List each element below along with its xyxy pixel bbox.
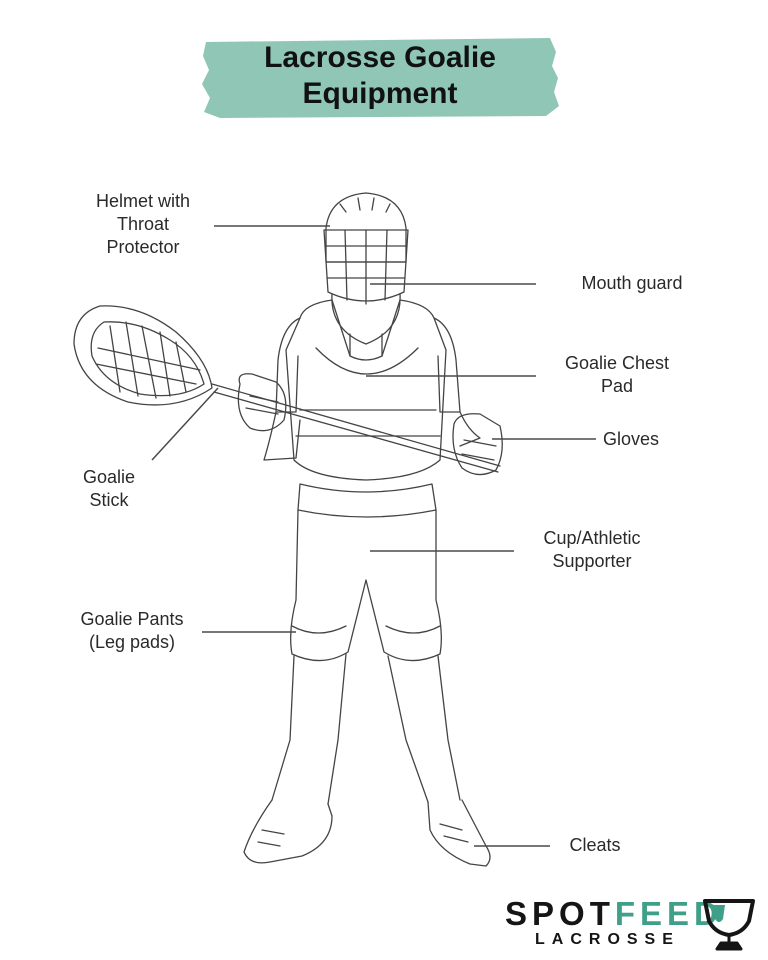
- title-line-1: Lacrosse Goalie: [264, 41, 496, 74]
- label-pants-line-2: (Leg pads): [88, 632, 176, 652]
- label-chest-pad-line-2: Pad: [600, 376, 634, 396]
- logo-subtitle: LACROSSE: [535, 931, 680, 948]
- logo-spot-text: SPOT: [505, 895, 615, 932]
- label-chest-pad: Goalie Chest Pad: [552, 352, 682, 398]
- helmet-shell: [325, 192, 407, 263]
- leader-stick: [151, 387, 219, 461]
- label-cleats-line-1: Cleats: [569, 835, 621, 855]
- label-gloves-line-1: Gloves: [602, 429, 660, 449]
- logo-feed-text: FEED: [614, 895, 723, 932]
- label-cup-line-1: Cup/Athletic: [543, 528, 641, 548]
- label-gloves: Gloves: [596, 428, 666, 451]
- right-glove: [452, 413, 503, 476]
- right-cleat: [427, 799, 491, 867]
- goalie-pants: [290, 509, 442, 662]
- title-banner: Lacrosse Goalie Equipment: [200, 32, 560, 122]
- title-line-2: Equipment: [302, 77, 458, 110]
- label-stick-line-1: Goalie: [82, 467, 136, 487]
- chest-pad: [285, 299, 447, 481]
- label-cup-line-2: Supporter: [552, 551, 632, 571]
- throat-protector: [331, 293, 401, 345]
- spotfeed-logo: SPOTFEED LACROSSE: [505, 895, 765, 955]
- page-title: Lacrosse Goalie Equipment: [200, 40, 560, 112]
- label-pants-line-1: Goalie Pants: [80, 609, 184, 629]
- cup-supporter: [297, 483, 437, 518]
- label-cleats: Cleats: [560, 834, 630, 857]
- logo-wordmark: SPOTFEED: [505, 895, 723, 933]
- label-mouth-guard-line-1: Mouth guard: [581, 273, 683, 293]
- stick-head: [73, 305, 213, 406]
- label-pants: Goalie Pants (Leg pads): [68, 608, 196, 654]
- left-cleat: [243, 799, 333, 864]
- label-stick-line-2: Stick: [89, 490, 129, 510]
- label-helmet-line-3: Protector: [106, 237, 180, 257]
- label-mouth-guard: Mouth guard: [562, 272, 702, 295]
- left-glove: [237, 373, 287, 432]
- label-chest-pad-line-1: Goalie Chest: [564, 353, 670, 373]
- brush-stroke-background: [202, 38, 559, 118]
- label-helmet-line-2: Throat: [116, 214, 170, 234]
- trophy-icon: [703, 899, 755, 951]
- label-helmet-line-1: Helmet with: [95, 191, 191, 211]
- label-cup: Cup/Athletic Supporter: [530, 527, 654, 573]
- label-stick: Goalie Stick: [72, 466, 146, 512]
- label-helmet: Helmet with Throat Protector: [80, 190, 206, 259]
